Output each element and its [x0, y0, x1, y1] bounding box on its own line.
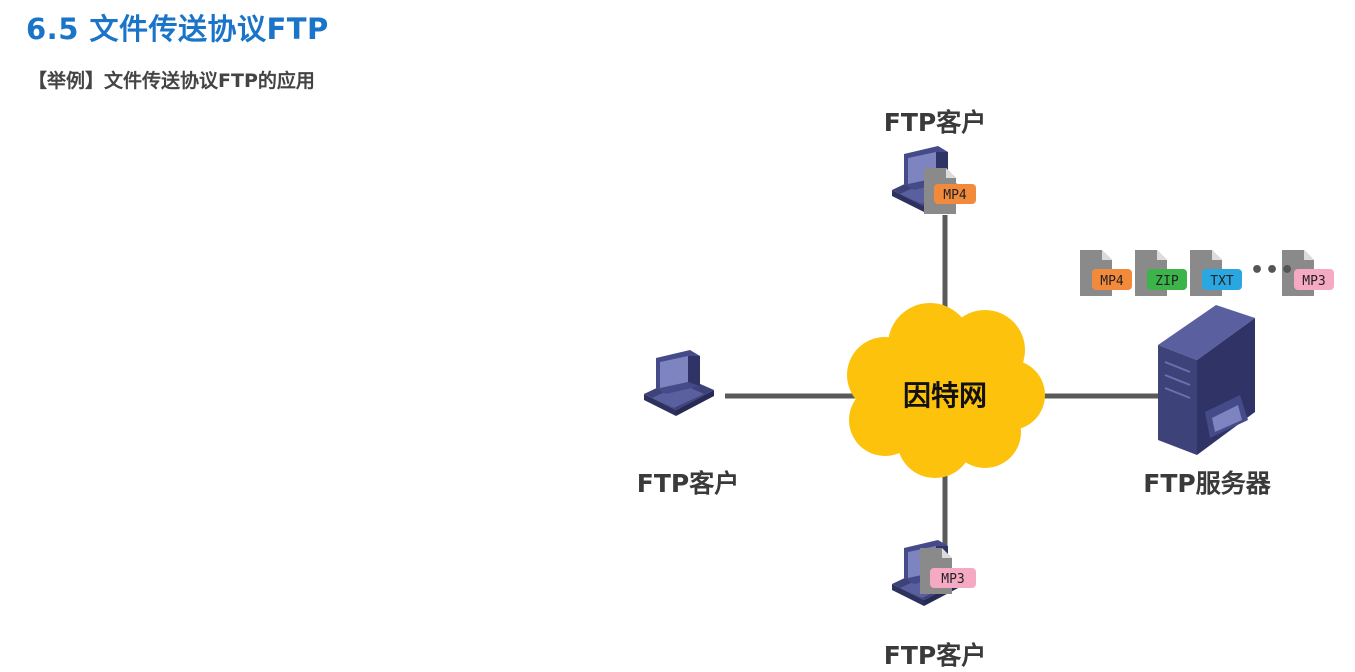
internet-cloud	[847, 303, 1045, 478]
computer-icon-left	[644, 350, 714, 416]
file-icon-zip: ZIP	[1135, 250, 1187, 296]
file-label: TXT	[1210, 274, 1234, 289]
file-label: MP4	[943, 188, 967, 203]
file-icon-mp3-client: MP3	[920, 548, 976, 594]
client-top-label: FTP客户	[883, 108, 987, 137]
file-label: MP3	[1302, 274, 1325, 289]
page-subtitle: 【举例】文件传送协议FTP的应用	[28, 70, 315, 92]
server-label: FTP服务器	[1143, 469, 1271, 498]
file-label: ZIP	[1155, 274, 1179, 289]
file-icon-mp3: MP3	[1282, 250, 1334, 296]
server-icon	[1158, 305, 1255, 455]
file-icon-mp4: MP4	[1080, 250, 1132, 296]
file-label: MP4	[1100, 274, 1124, 289]
file-icon-txt: TXT	[1190, 250, 1242, 296]
file-icon-mp4-client: MP4	[924, 168, 976, 214]
internet-label: 因特网	[902, 379, 988, 412]
file-label: MP3	[941, 572, 964, 587]
more-files-ellipsis: •••	[1250, 258, 1296, 283]
client-left-label: FTP客户	[636, 469, 740, 498]
page-title: 6.5 文件传送协议FTP	[26, 12, 329, 46]
client-bottom-label: FTP客户	[883, 641, 987, 670]
